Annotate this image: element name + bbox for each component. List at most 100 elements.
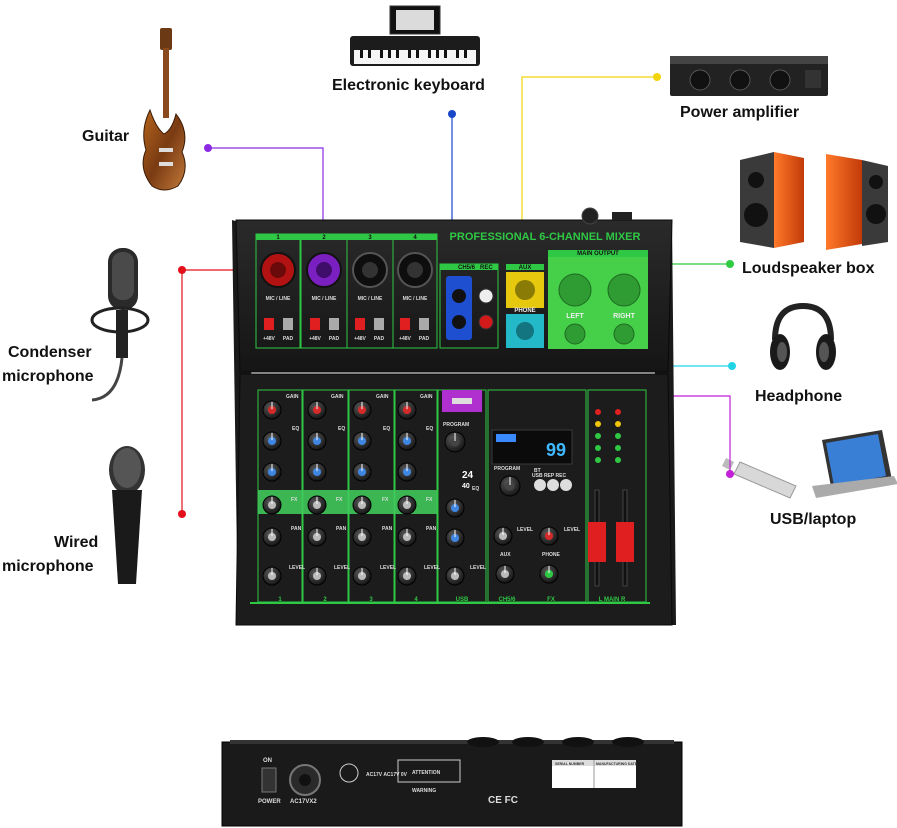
channel-1-level-knob[interactable] — [262, 566, 282, 586]
pan-label-1: PAN — [291, 526, 302, 532]
channel-3-fx-knob[interactable] — [352, 495, 372, 515]
label-condenser-microphone-1: Condenser — [8, 344, 92, 361]
aux-level-knob[interactable] — [493, 526, 513, 546]
label-power-amplifier: Power amplifier — [680, 104, 800, 121]
gain-label-3: GAIN — [376, 394, 389, 400]
bottom-label-fx: FX — [547, 597, 555, 603]
channel-3-gain-knob[interactable] — [352, 400, 372, 420]
channel-2-level-knob[interactable] — [307, 566, 327, 586]
knob-layer — [262, 400, 559, 586]
bottom-label-4: 4 — [414, 597, 418, 603]
usb-eq-high-knob[interactable] — [445, 498, 465, 518]
channel-4-level-knob[interactable] — [397, 566, 417, 586]
program-label-fx: PROGRAM — [494, 466, 520, 472]
channel-number-4: 4 — [413, 235, 417, 241]
level-label-2: LEVEL — [334, 565, 350, 571]
aux-knob-label: AUX — [500, 552, 511, 558]
mixer-body — [232, 207, 676, 626]
ch56-label: CH5/6 — [458, 265, 476, 271]
rear-manufacturing-label: MANUFACTURING DATE — [596, 762, 638, 766]
rear-serial-label: SERIAL NUMBER — [555, 762, 585, 766]
bt-label: BT — [534, 468, 541, 474]
label-headphone: Headphone — [755, 388, 843, 405]
phone-level-label: LEVEL — [564, 527, 580, 533]
bottom-label-ch56: CH5/6 — [498, 597, 516, 603]
phantom-label-2: +48V — [309, 336, 321, 342]
phone-label: PHONE — [514, 308, 535, 314]
eq-label-2: EQ — [338, 426, 345, 432]
channel-2-pan-knob[interactable] — [307, 527, 327, 547]
usb-level-label: LEVEL — [470, 565, 486, 571]
level-label-4: LEVEL — [424, 565, 440, 571]
phantom-label-4: +48V — [399, 336, 411, 342]
usb-stick-icon — [722, 458, 797, 499]
channel-3-eq-low-knob[interactable] — [352, 462, 372, 482]
pad-label-1: PAD — [283, 336, 294, 342]
laptop-icon — [812, 430, 897, 498]
pad-label-2: PAD — [329, 336, 340, 342]
gain-label-1: GAIN — [286, 394, 299, 400]
fx-program-knob[interactable] — [499, 475, 521, 497]
aux-level-label: LEVEL — [517, 527, 533, 533]
channel-2-fx-knob[interactable] — [307, 495, 327, 515]
rear-cert-marks: CE FC — [488, 795, 518, 806]
pan-label-4: PAN — [426, 526, 437, 532]
channel-4-eq-low-knob[interactable] — [397, 462, 417, 482]
usb-eq-low-knob[interactable] — [445, 528, 465, 548]
rec-label: REC — [480, 265, 493, 271]
channel-1-eq-low-knob[interactable] — [262, 462, 282, 482]
channel-2-gain-knob[interactable] — [307, 400, 327, 420]
channel-4-fx-knob[interactable] — [397, 495, 417, 515]
eq-label-4: EQ — [426, 426, 433, 432]
label-condenser-microphone-2: microphone — [2, 368, 94, 385]
label-usb-laptop: USB/laptop — [770, 511, 857, 528]
wired-microphone-icon — [109, 446, 145, 584]
power-amplifier-icon — [670, 56, 828, 96]
channel-3-level-knob[interactable] — [352, 566, 372, 586]
label-electronic-keyboard: Electronic keyboard — [332, 77, 485, 94]
fx-label-3: FX — [382, 497, 389, 503]
phantom-label-1: +48V — [263, 336, 275, 342]
mixer-title: PROFESSIONAL 6-CHANNEL MIXER — [450, 231, 641, 243]
label-guitar: Guitar — [82, 128, 130, 145]
channel-2-eq-low-knob[interactable] — [307, 462, 327, 482]
bit-depth-label: 24 — [462, 470, 474, 481]
channel-1-gain-knob[interactable] — [262, 400, 282, 420]
channel-4-eq-high-knob[interactable] — [397, 431, 417, 451]
phantom-label-3: +48V — [354, 336, 366, 342]
channel-3-eq-high-knob[interactable] — [352, 431, 372, 451]
channel-number-2: 2 — [322, 235, 326, 241]
pan-label-2: PAN — [336, 526, 347, 532]
display-value: 99 — [546, 440, 566, 460]
usb-level-knob[interactable] — [445, 566, 465, 586]
bit-depth-label-2: 40 — [462, 483, 470, 490]
bottom-label-main: L MAIN R — [599, 597, 626, 603]
ch56-level-knob[interactable] — [495, 564, 515, 584]
bottom-label-2: 2 — [323, 597, 327, 603]
eq-label-3: EQ — [383, 426, 390, 432]
main-output-label: MAIN OUTPUT — [577, 251, 619, 257]
keyboard-icon — [350, 5, 480, 66]
channel-1-fx-knob[interactable] — [262, 495, 282, 515]
bottom-label-1: 1 — [278, 597, 282, 603]
program-knob[interactable] — [444, 431, 466, 453]
amp-line — [521, 76, 657, 275]
label-wired-microphone-2: microphone — [2, 558, 94, 575]
channel-2-eq-high-knob[interactable] — [307, 431, 327, 451]
channel-4-pan-knob[interactable] — [397, 527, 417, 547]
right-label: RIGHT — [613, 313, 636, 320]
phone-level-knob[interactable] — [539, 526, 559, 546]
gain-label-4: GAIN — [420, 394, 433, 400]
fx-label-4: FX — [426, 497, 433, 503]
channel-4-gain-knob[interactable] — [397, 400, 417, 420]
channel-1-pan-knob[interactable] — [262, 527, 282, 547]
fx-level-knob[interactable] — [539, 564, 559, 584]
level-label-3: LEVEL — [380, 565, 396, 571]
rear-power-label: POWER — [258, 799, 281, 805]
input-label-1: MIC / LINE — [266, 296, 291, 302]
headphone-icon — [770, 302, 836, 370]
left-label: LEFT — [566, 313, 584, 320]
channel-3-pan-knob[interactable] — [352, 527, 372, 547]
pan-label-3: PAN — [382, 526, 393, 532]
channel-1-eq-high-knob[interactable] — [262, 431, 282, 451]
